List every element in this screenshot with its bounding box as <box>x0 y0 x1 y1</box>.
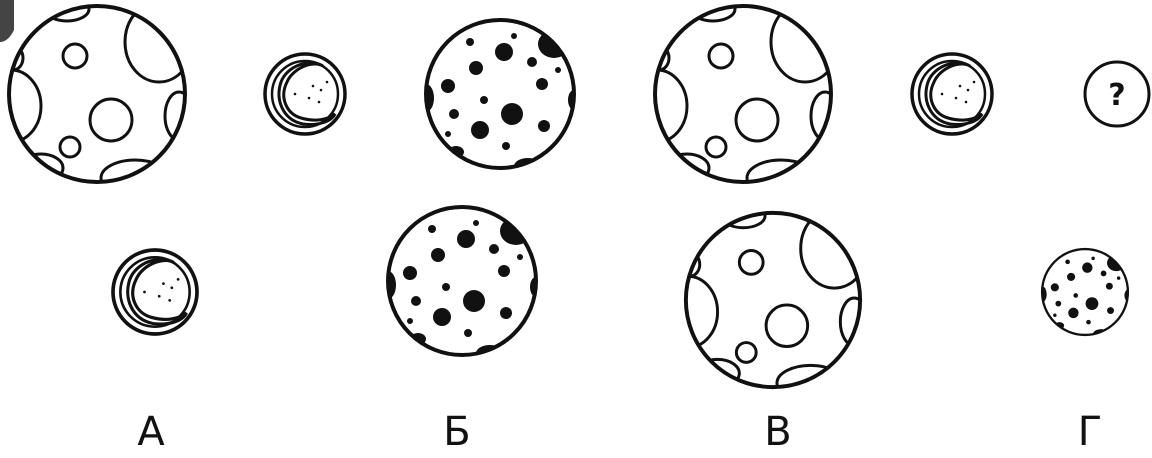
sequence-item-large-circle <box>0 0 193 196</box>
sequence-item-small-curl-circle <box>912 54 992 134</box>
question-circle: ? <box>1085 62 1149 126</box>
option-label-d: Г <box>1060 410 1120 454</box>
option-label-b: Б <box>427 410 487 454</box>
option-label-a: А <box>121 410 181 454</box>
option-c-figure[interactable] <box>658 204 868 401</box>
option-a-figure[interactable] <box>113 250 197 334</box>
question-mark: ? <box>1108 78 1125 113</box>
option-b-figure[interactable] <box>380 207 542 361</box>
sequence-item-small-curl-circle <box>265 54 345 134</box>
sequence-item-large-circle <box>627 0 839 196</box>
option-d-figure[interactable] <box>1037 249 1131 338</box>
option-label-c: В <box>748 410 808 454</box>
sequence-item-spotted-circle <box>418 20 580 174</box>
corner-marker <box>0 0 14 42</box>
